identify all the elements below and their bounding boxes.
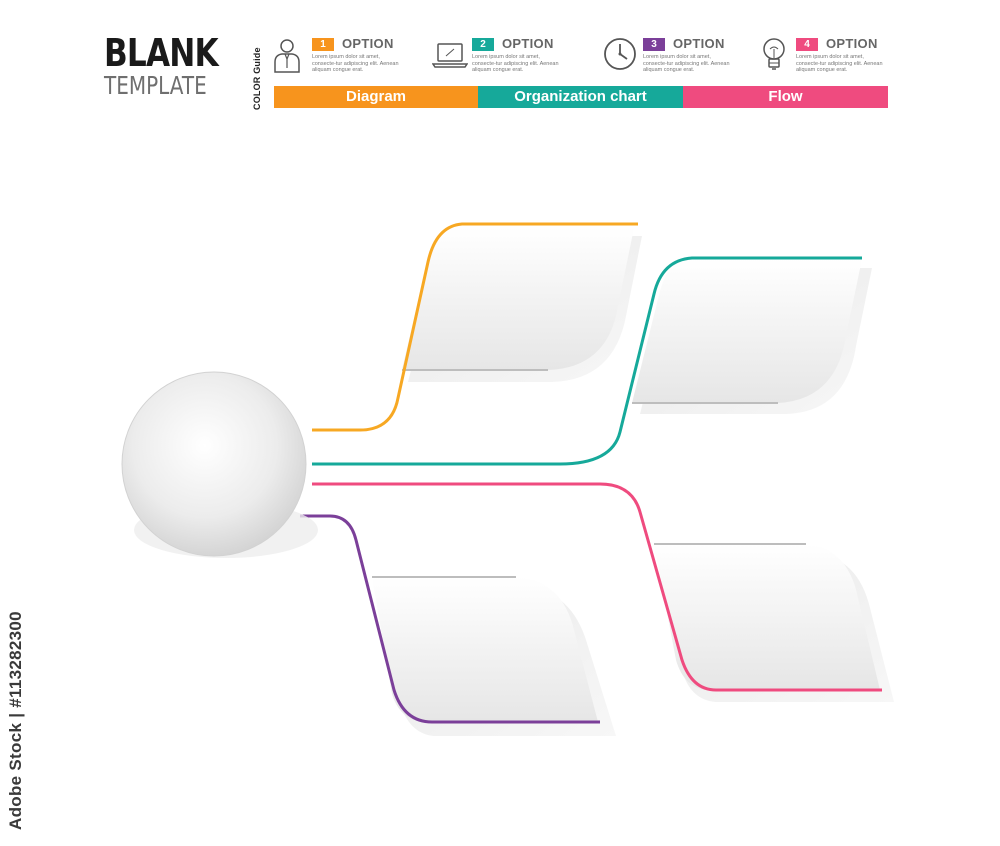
option-number: 3 xyxy=(643,38,665,51)
connector-orange xyxy=(312,222,638,432)
lightbulb-icon xyxy=(763,38,785,70)
option-description: Lorem ipsum dolor sit amet, consecte-tur… xyxy=(796,54,883,73)
template-title: BLANK TEMPLATE xyxy=(104,34,224,100)
card-2 xyxy=(632,259,872,414)
title-blank: BLANK xyxy=(104,31,219,75)
option-label: OPTION xyxy=(502,36,554,51)
option-label: OPTION xyxy=(673,36,725,51)
option-description: Lorem ipsum dolor sit amet, consecte-tur… xyxy=(472,54,559,73)
category-diagram: Diagram xyxy=(274,86,478,108)
title-template: TEMPLATE xyxy=(104,71,207,100)
option-description: Lorem ipsum dolor sit amet, consecte-tur… xyxy=(312,54,399,73)
connector-pink xyxy=(312,482,882,692)
option-description: Lorem ipsum dolor sit amet, consecte-tur… xyxy=(643,54,730,73)
option-3: 3 OPTION Lorem ipsum dolor sit amet, con… xyxy=(603,36,803,80)
connector-purple xyxy=(300,514,600,724)
option-number: 2 xyxy=(472,38,494,51)
card-3 xyxy=(372,576,616,736)
category-organization-chart: Organization chart xyxy=(478,86,683,108)
option-label: OPTION xyxy=(342,36,394,51)
option-2: 2 OPTION Lorem ipsum dolor sit amet, con… xyxy=(432,36,632,80)
option-1: 1 OPTION Lorem ipsum dolor sit amet, con… xyxy=(272,36,472,80)
card-4 xyxy=(654,543,894,702)
stock-watermark-id: Adobe Stock | #113282300 xyxy=(6,611,25,830)
category-flow: Flow xyxy=(683,86,888,108)
clock-icon xyxy=(604,38,636,70)
option-4: 4 OPTION Lorem ipsum dolor sit amet, con… xyxy=(756,36,956,80)
connector-teal xyxy=(312,256,862,466)
option-number: 4 xyxy=(796,38,818,51)
card-1 xyxy=(402,228,642,382)
laptop-icon xyxy=(432,43,468,68)
option-label: OPTION xyxy=(826,36,878,51)
option-number: 1 xyxy=(312,38,334,51)
central-circle xyxy=(121,371,318,558)
person-icon xyxy=(274,39,300,73)
